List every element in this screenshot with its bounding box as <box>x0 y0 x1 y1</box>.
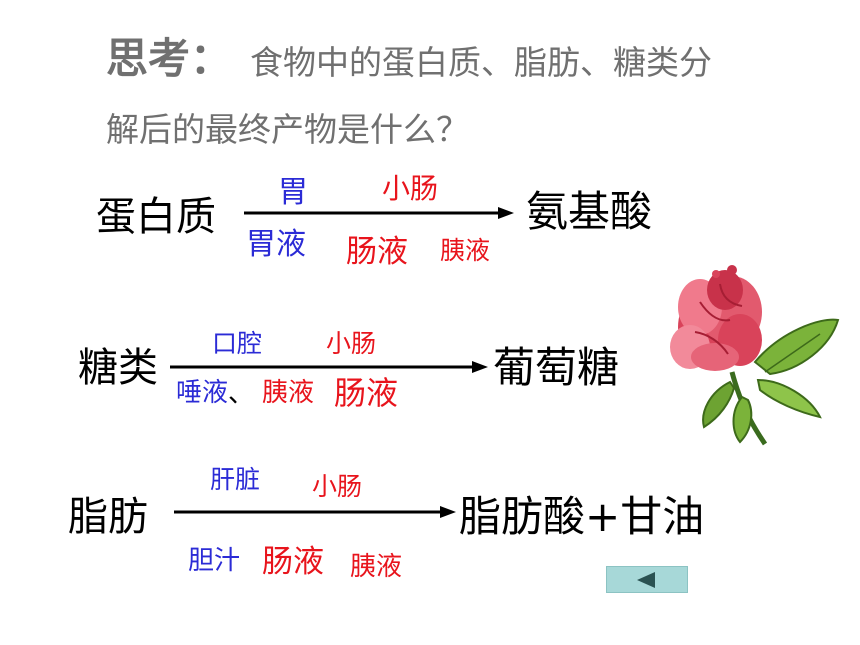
fat-source: 脂肪 <box>68 494 148 540</box>
sugar-juice-separator: 、 <box>228 379 255 409</box>
protein-juice-gastric: 胃液 <box>246 227 306 262</box>
sugar-source: 糖类 <box>78 345 158 391</box>
protein-stage-intestine: 小肠 <box>382 172 439 205</box>
back-triangle-icon <box>637 572 655 588</box>
sugar-stage-mouth: 口腔 <box>212 329 263 358</box>
fat-juice-pancreatic: 胰液 <box>350 552 403 582</box>
protein-stage-stomach: 胃 <box>278 175 308 210</box>
sugar-juice-pancreatic: 胰液 <box>262 378 315 408</box>
fat-product: 脂肪酸+甘油 <box>459 492 705 541</box>
question-line-2: 解后的最终产物是什么？ <box>106 110 469 149</box>
sugar-juice-saliva: 唾液 <box>176 378 229 408</box>
fat-juice-intestinal: 肠液 <box>262 544 324 580</box>
sugar-stage-intestine: 小肠 <box>326 329 377 358</box>
fat-stage-intestine: 小肠 <box>312 472 363 501</box>
back-button[interactable] <box>606 566 688 593</box>
protein-source: 蛋白质 <box>96 194 216 240</box>
protein-juice-pancreatic: 胰液 <box>440 236 491 265</box>
protein-juice-intestinal: 肠液 <box>346 234 408 270</box>
protein-arrow <box>244 207 514 219</box>
fat-juice-bile: 胆汁 <box>188 546 241 576</box>
sugar-product: 葡萄糖 <box>493 343 620 392</box>
sugar-juice-intestinal: 肠液 <box>334 374 399 412</box>
question-line-1: 食物中的蛋白质、脂肪、糖类分 <box>250 43 712 82</box>
peony-flower-image <box>670 265 840 446</box>
fat-stage-liver: 肝脏 <box>210 465 261 494</box>
fat-arrow <box>174 506 456 518</box>
sugar-arrow <box>170 361 488 373</box>
protein-product: 氨基酸 <box>526 187 653 236</box>
question-label: 思考： <box>106 34 233 83</box>
